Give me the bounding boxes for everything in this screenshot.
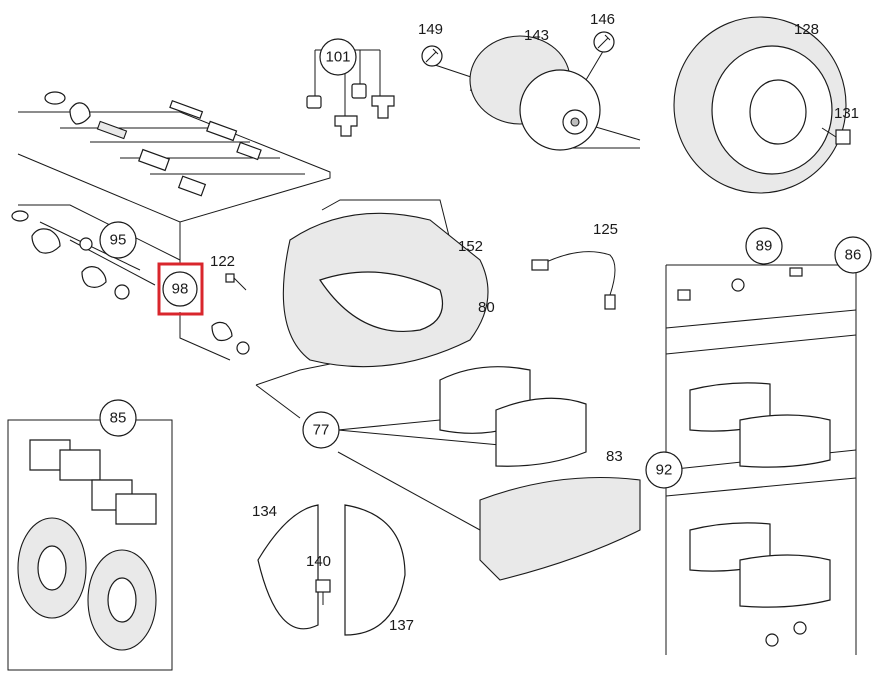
label-128[interactable]: 128 — [794, 21, 819, 38]
selection-highlight — [157, 262, 204, 316]
callout-95[interactable]: 95 — [99, 221, 137, 259]
label-146[interactable]: 146 — [590, 11, 615, 28]
callout-85[interactable]: 85 — [99, 399, 137, 437]
svg-text:89: 89 — [756, 238, 773, 255]
label-143[interactable]: 143 — [524, 27, 549, 44]
label-131[interactable]: 131 — [834, 105, 859, 122]
label-125[interactable]: 125 — [593, 221, 618, 238]
svg-text:98: 98 — [172, 281, 189, 298]
callout-98[interactable]: 98 — [157, 262, 204, 316]
svg-text:95: 95 — [110, 232, 127, 249]
label-83[interactable]: 83 — [606, 448, 623, 465]
label-80[interactable]: 80 — [478, 299, 495, 316]
svg-text:101: 101 — [325, 49, 350, 66]
svg-text:92: 92 — [656, 462, 673, 479]
label-137[interactable]: 137 — [389, 617, 414, 634]
svg-text:85: 85 — [110, 410, 127, 427]
callout-92[interactable]: 92 — [645, 451, 683, 489]
label-152[interactable]: 152 — [458, 238, 483, 255]
label-122[interactable]: 122 — [210, 253, 235, 270]
callout-89[interactable]: 89 — [745, 227, 783, 265]
part-illustrations — [11, 16, 851, 651]
callouts: 101 95 98 89 86 77 85 92 — [99, 11, 872, 634]
svg-text:86: 86 — [845, 247, 862, 264]
callout-77[interactable]: 77 — [302, 411, 340, 449]
callout-86[interactable]: 86 — [834, 236, 872, 274]
svg-text:77: 77 — [313, 422, 330, 439]
label-134[interactable]: 134 — [252, 503, 277, 520]
label-140[interactable]: 140 — [306, 553, 331, 570]
callout-101[interactable]: 101 — [319, 38, 357, 76]
label-149[interactable]: 149 — [418, 21, 443, 38]
